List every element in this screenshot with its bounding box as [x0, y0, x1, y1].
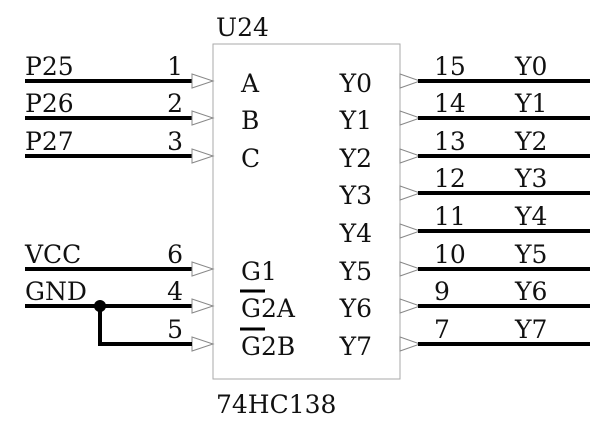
pin-number: 15: [434, 52, 466, 81]
pin-name: Y0: [339, 69, 372, 98]
pin-name: A: [240, 69, 260, 98]
net-label: Y7: [514, 315, 547, 344]
junction-dot: [94, 300, 106, 312]
pin-number: 7: [434, 315, 450, 344]
net-label: VCC: [24, 240, 81, 269]
chip-body[interactable]: [212, 43, 401, 380]
pin-name: G2A: [241, 294, 296, 323]
net-label: Y1: [514, 89, 547, 118]
output-arrow-icon: [399, 185, 422, 201]
part-label: 74HC138: [216, 390, 336, 419]
pin-name: Y6: [339, 294, 372, 323]
net-label: Y2: [514, 127, 547, 156]
pin-number: 9: [434, 277, 450, 306]
net-label: Y4: [514, 202, 547, 231]
input-arrow-icon: [191, 148, 215, 164]
pin-number: 3: [167, 127, 183, 156]
pin-number: 1: [167, 52, 183, 81]
output-arrow-icon: [399, 223, 422, 239]
pin-number: 10: [434, 240, 466, 269]
output-arrow-icon: [399, 298, 422, 314]
net-label: GND: [25, 277, 87, 306]
pin-number: 5: [167, 315, 183, 344]
pin-number: 12: [434, 164, 466, 193]
net-label: P25: [25, 52, 74, 81]
output-arrow-icon: [399, 148, 422, 164]
pin-number: 13: [434, 127, 466, 156]
left-pin[interactable]: VCC 6G1: [24, 240, 277, 286]
pin-name: Y5: [339, 257, 372, 286]
pin-number: 2: [167, 89, 183, 118]
pin-name: C: [241, 144, 260, 173]
output-arrow-icon: [399, 73, 422, 89]
pin-name: G1: [241, 257, 277, 286]
net-label: P26: [25, 89, 74, 118]
left-pin[interactable]: P25 1A: [25, 52, 260, 98]
refdes-label: U24: [216, 13, 269, 42]
input-arrow-icon: [191, 73, 215, 89]
pin-number: 6: [167, 240, 183, 269]
pin-name: B: [241, 106, 259, 135]
net-label: Y3: [514, 164, 547, 193]
output-arrow-icon: [399, 261, 422, 277]
output-arrow-icon: [399, 110, 422, 126]
output-arrow-icon: [399, 336, 422, 352]
net-label: Y0: [514, 52, 547, 81]
pin-name: Y4: [339, 219, 372, 248]
pin-number: 4: [167, 277, 183, 306]
net-label: P27: [25, 127, 74, 156]
pin-name: Y2: [339, 144, 372, 173]
input-arrow-icon: [191, 336, 215, 352]
net-label: Y6: [514, 277, 547, 306]
pin-name: Y7: [339, 332, 372, 361]
input-arrow-icon: [191, 298, 215, 314]
pin-name: G2B: [241, 332, 295, 361]
input-arrow-icon: [191, 261, 215, 277]
pin-name: Y1: [339, 106, 372, 135]
input-arrow-icon: [191, 110, 215, 126]
pin-number: 11: [434, 202, 466, 231]
left-pin[interactable]: P26 2B: [25, 89, 259, 135]
pin-name: Y3: [339, 181, 372, 210]
pin-number: 14: [434, 89, 466, 118]
left-pin[interactable]: P27 3C: [25, 127, 260, 173]
net-label: Y5: [514, 240, 547, 269]
